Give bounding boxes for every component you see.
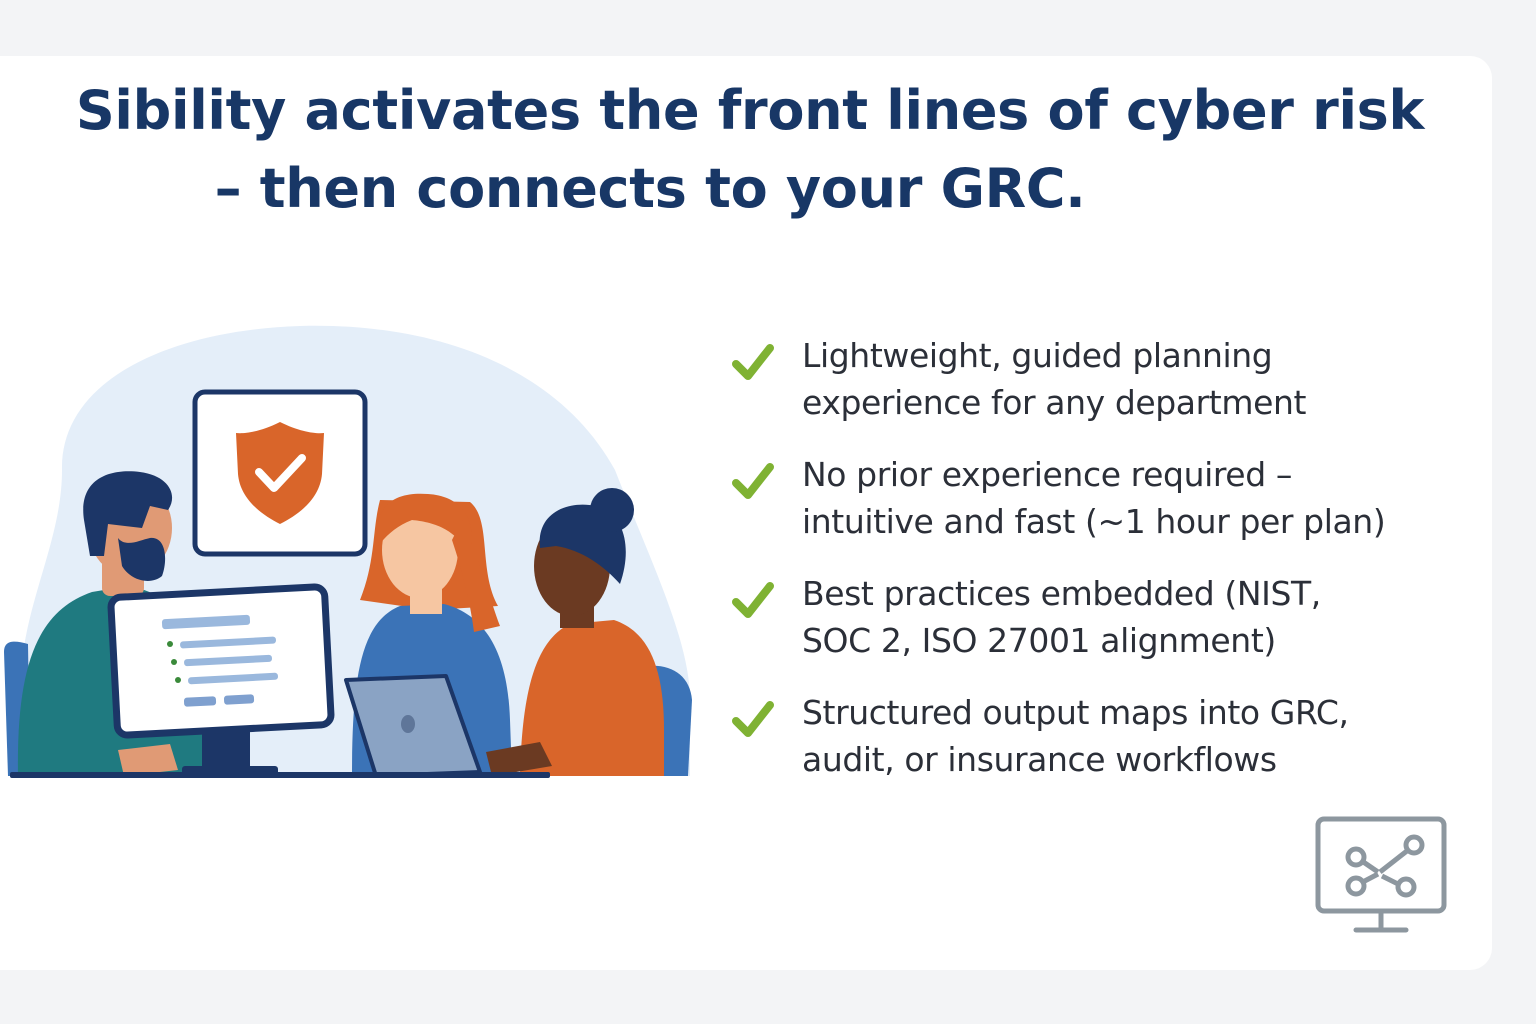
shield-check-icon: [192, 389, 368, 557]
team-illustration: [4, 325, 692, 778]
benefit-line-1: Lightweight, guided planning: [802, 336, 1273, 375]
monitor-network-icon: [1315, 816, 1447, 933]
benefit-text: Structured output maps into GRC, audit, …: [802, 689, 1452, 783]
benefit-item: Best practices embedded (NIST, SOC 2, IS…: [730, 570, 1450, 689]
benefit-text: No prior experience required – intuitive…: [802, 451, 1452, 545]
benefit-item: Lightweight, guided planning experience …: [730, 332, 1450, 451]
benefit-text: Lightweight, guided planning experience …: [802, 332, 1452, 426]
benefit-line-2: audit, or insurance workflows: [802, 740, 1277, 779]
headline-line-1: Sibility activates the front lines of cy…: [75, 79, 1425, 142]
benefit-text: Best practices embedded (NIST, SOC 2, IS…: [802, 570, 1452, 664]
check-icon: [732, 463, 774, 499]
benefit-line-1: No prior experience required –: [802, 455, 1292, 494]
benefit-line-1: Structured output maps into GRC,: [802, 693, 1349, 732]
check-icon: [732, 701, 774, 737]
benefit-line-2: SOC 2, ISO 27001 alignment): [802, 621, 1276, 660]
desk: [10, 772, 550, 778]
headline: Sibility activates the front lines of cy…: [0, 72, 1500, 228]
monitor-icon: [107, 583, 335, 776]
check-icon: [732, 582, 774, 618]
check-icon: [732, 344, 774, 380]
benefit-line-2: intuitive and fast (~1 hour per plan): [802, 502, 1386, 541]
benefit-line-2: experience for any department: [802, 383, 1307, 422]
benefit-item: Structured output maps into GRC, audit, …: [730, 689, 1450, 808]
headline-line-2: – then connects to your GRC.: [214, 157, 1086, 220]
benefit-item: No prior experience required – intuitive…: [730, 451, 1450, 570]
benefit-list: Lightweight, guided planning experience …: [730, 332, 1450, 808]
person-woman-right: [486, 488, 664, 776]
benefit-line-1: Best practices embedded (NIST,: [802, 574, 1321, 613]
